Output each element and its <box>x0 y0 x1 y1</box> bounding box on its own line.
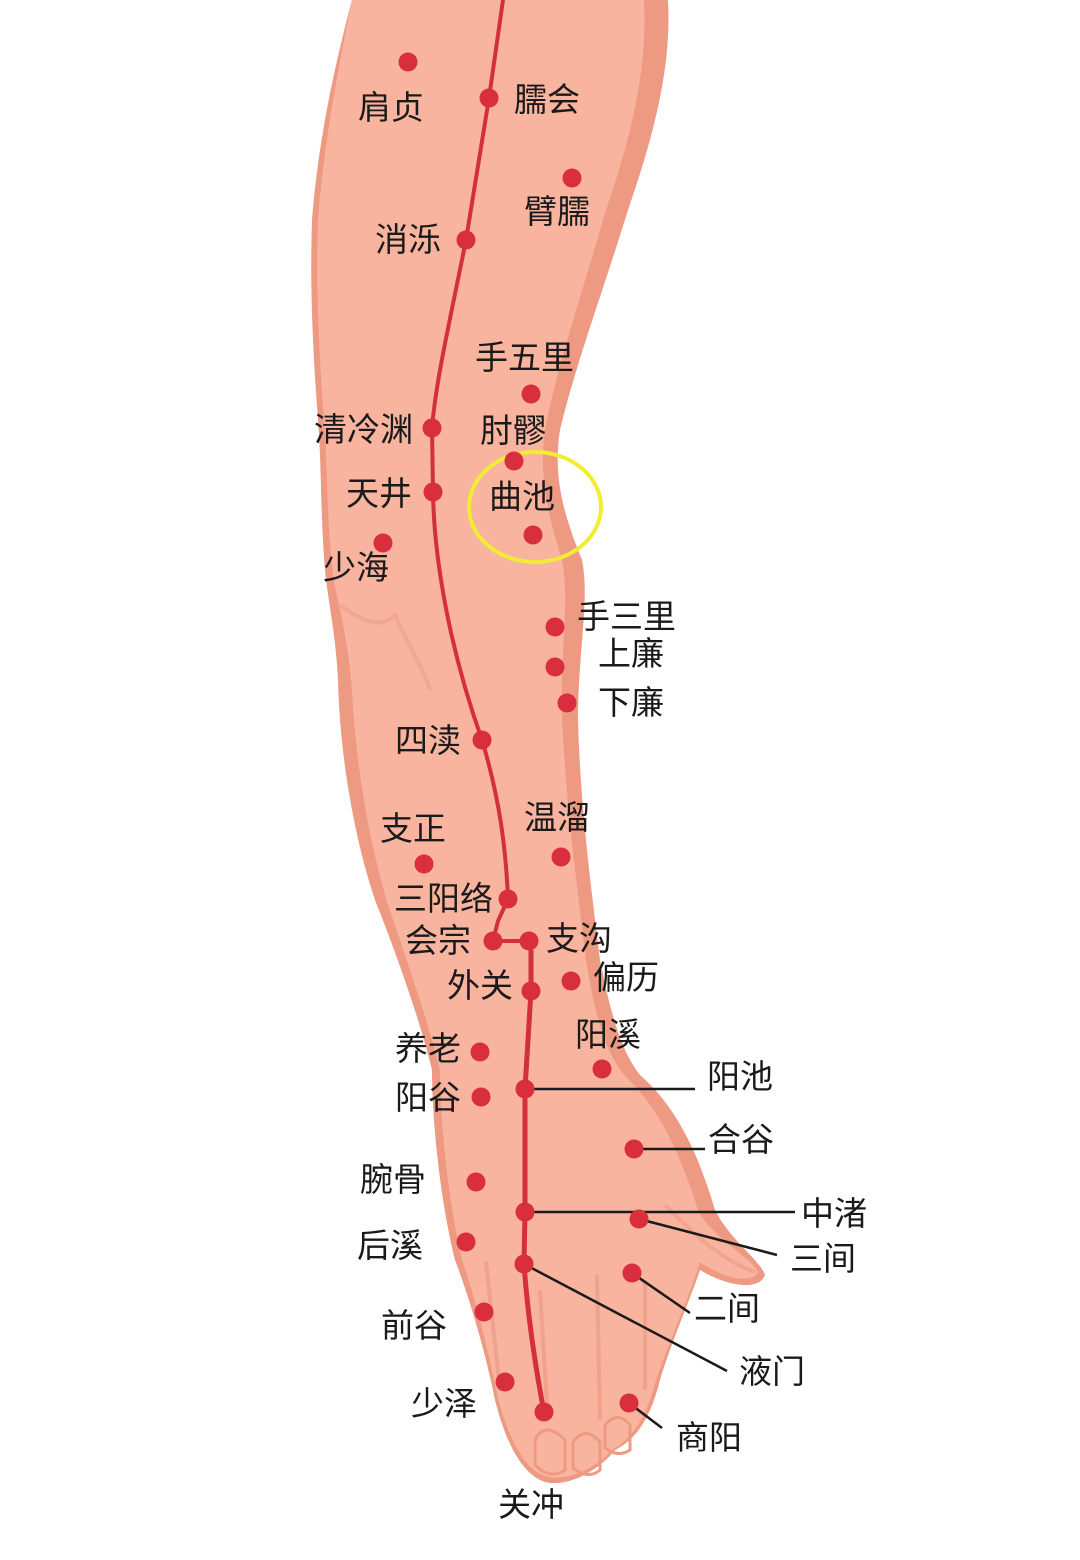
acupoint-label: 少泽 <box>411 1384 477 1423</box>
acupoint-label: 臑会 <box>514 80 580 119</box>
acupoint-label: 阳溪 <box>575 1015 641 1054</box>
elbow-crease <box>338 603 432 691</box>
acupoint-label: 阳谷 <box>395 1078 461 1117</box>
leader-line <box>631 1271 691 1315</box>
acupoint-dot <box>472 730 492 750</box>
acupoint-label: 支正 <box>380 809 446 848</box>
acupoint-label: 四渎 <box>395 721 461 760</box>
acupoint-label: 会宗 <box>405 921 471 960</box>
acupoint-dot <box>545 617 565 637</box>
acupoint-dot <box>619 1393 639 1413</box>
acupoint-label: 养老 <box>395 1029 461 1068</box>
acupoint-dot <box>561 971 581 991</box>
acupoint-dot <box>504 451 524 471</box>
acupoint-label: 合谷 <box>708 1120 774 1159</box>
acupoint-dot <box>398 52 418 72</box>
acupoint-label: 后溪 <box>357 1226 423 1265</box>
acupoint-label: 中渚 <box>801 1194 867 1233</box>
acupoint-dot <box>479 88 499 108</box>
acupoint-label: 三间 <box>790 1239 856 1278</box>
acupoint-dot <box>519 931 539 951</box>
acupoint-dot <box>456 230 476 250</box>
acupoint-dot <box>629 1209 649 1229</box>
fingernails <box>533 1416 632 1476</box>
leader-lines <box>523 1087 795 1429</box>
acupoint-dot <box>495 1372 515 1392</box>
acupoint-label: 三阳络 <box>394 879 493 918</box>
acupoint-label: 天井 <box>346 474 412 513</box>
acupoint-dot <box>470 1042 490 1062</box>
acupoint-dot <box>373 533 393 553</box>
acupoint-label: 曲池 <box>489 477 555 516</box>
acupoint-dot <box>521 981 541 1001</box>
acupoint-dot <box>523 525 543 545</box>
acupoint-dot <box>562 168 582 188</box>
acupoint-label: 手三里 <box>577 597 676 636</box>
acupoint-label: 手五里 <box>475 338 574 377</box>
acupoint-label: 清冷渊 <box>314 410 413 449</box>
acupoint-dot <box>483 931 503 951</box>
finger-lines <box>484 1261 647 1421</box>
acupoint-dot <box>423 482 443 502</box>
leader-line <box>523 1262 728 1373</box>
acupoint-dot <box>471 1087 491 1107</box>
acupoint-label: 消泺 <box>375 220 441 259</box>
leader-line <box>638 1217 778 1257</box>
acupoint-label: 上廉 <box>598 634 664 673</box>
acupoint-label: 少海 <box>323 548 389 587</box>
acupoint-dot <box>466 1172 486 1192</box>
acupoint-dot <box>515 1202 535 1222</box>
acupoint-dot <box>498 889 518 909</box>
acupoint-dot <box>545 657 565 677</box>
acupoint-label: 前谷 <box>381 1306 447 1345</box>
acupoint-dot <box>422 418 442 438</box>
acupoint-dot <box>592 1059 612 1079</box>
acupoint-label: 阳池 <box>707 1057 773 1096</box>
acupoint-dot <box>624 1139 644 1159</box>
acupoint-label: 二间 <box>694 1289 760 1328</box>
acupoint-label: 温溜 <box>524 798 590 837</box>
acupoint-dot <box>414 854 434 874</box>
acupoint-label: 臂臑 <box>524 192 590 231</box>
acupoint-label: 腕骨 <box>360 1160 426 1199</box>
acupoint-dot <box>474 1302 494 1322</box>
acupoint-dot <box>534 1402 554 1422</box>
acupoint-dot <box>515 1079 535 1099</box>
arm-skin <box>317 0 758 1478</box>
acupoint-label: 偏历 <box>593 958 659 997</box>
acupoint-label: 肩贞 <box>358 88 424 127</box>
acupoint-label: 液门 <box>739 1352 805 1391</box>
acupoint-dot <box>514 1254 534 1274</box>
acupoint-dot <box>557 693 577 713</box>
acupoint-dot <box>551 847 571 867</box>
acupoint-label: 外关 <box>447 966 513 1005</box>
acupoint-label: 支沟 <box>546 919 612 958</box>
acupoint-dots <box>373 52 649 1422</box>
acupoint-dot <box>622 1263 642 1283</box>
highlight-ring <box>467 450 603 564</box>
acupoint-label: 下廉 <box>598 683 664 722</box>
acupoint-dot <box>456 1232 476 1252</box>
acupoint-label: 商阳 <box>676 1418 742 1457</box>
meridian-upper <box>429 0 529 943</box>
acupoint-label: 关冲 <box>498 1485 564 1524</box>
acupoint-label: 肘髎 <box>480 411 546 450</box>
acupoint-dot <box>521 384 541 404</box>
